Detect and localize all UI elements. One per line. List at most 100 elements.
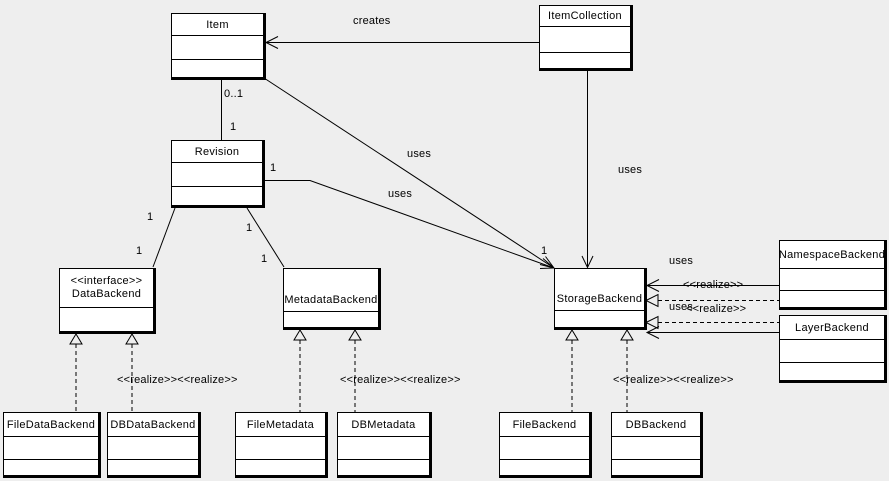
class-dbdatabackend-attributes xyxy=(108,436,198,459)
class-itemcollection[interactable]: ItemCollection xyxy=(539,5,633,71)
edge-realize-filemetadata-metadatabackend xyxy=(293,329,307,412)
edge-uses-itemcollection-storagebackend xyxy=(581,71,594,269)
edge-realize-layerbackend-storagebackend xyxy=(644,315,779,330)
class-metadatabackend[interactable]: MetadataBackend xyxy=(283,268,381,330)
class-filemetadata-name: FileMetadata xyxy=(246,418,315,431)
class-databackend-name: DataBackend xyxy=(71,288,142,300)
edge-realize-dbdatabackend-databackend xyxy=(125,333,139,412)
class-revision-operations xyxy=(172,186,262,205)
class-item-attributes xyxy=(172,35,263,59)
label-uses-revision-storagebackend: uses xyxy=(388,188,413,200)
class-dbbackend-title: DBBackend xyxy=(612,413,700,436)
multiplicity-revision-item-1: 1 xyxy=(230,121,237,133)
class-item-operations xyxy=(172,59,263,77)
class-filebackend-name: FileBackend xyxy=(512,418,577,431)
label-realize-pair-metadatabackend: <<realize>><<realize>> xyxy=(340,374,461,386)
class-dbmetadata-title: DBMetadata xyxy=(338,413,429,436)
class-databackend[interactable]: <<interface>> DataBackend xyxy=(59,268,156,334)
class-dbdatabackend-operations xyxy=(108,459,198,475)
class-storagebackend-title: StorageBackend xyxy=(555,269,644,310)
class-dbdatabackend-title: DBDataBackend xyxy=(108,413,198,436)
label-creates: creates xyxy=(353,15,391,27)
class-layerbackend-attributes xyxy=(780,339,884,362)
label-realize-namespacebackend: <<realize>> xyxy=(683,279,744,291)
class-namespacebackend-attributes xyxy=(780,268,884,290)
class-filedatabackend-operations xyxy=(4,459,98,475)
class-dbbackend[interactable]: DBBackend xyxy=(611,412,703,478)
class-databackend-title: <<interface>> DataBackend xyxy=(60,269,153,307)
class-revision-name: Revision xyxy=(194,145,240,158)
multiplicity-revision-databackend-1: 1 xyxy=(147,211,154,223)
multiplicity-revision-storagebackend-1: 1 xyxy=(270,162,277,174)
label-realize-layerbackend: <<realize>> xyxy=(686,303,747,315)
class-dbdatabackend-name: DBDataBackend xyxy=(110,418,196,431)
class-dbbackend-name: DBBackend xyxy=(625,418,687,431)
class-revision-title: Revision xyxy=(172,141,262,162)
class-filebackend-operations xyxy=(500,459,589,475)
edge-assoc-revision-databackend xyxy=(152,207,176,268)
label-realize-pair-databackend: <<realize>><<realize>> xyxy=(117,374,238,386)
class-layerbackend-operations xyxy=(780,362,884,380)
class-storagebackend-operations xyxy=(555,310,644,327)
edge-realize-filedatabackend-databackend xyxy=(69,333,83,412)
class-itemcollection-operations xyxy=(540,52,630,68)
class-filemetadata[interactable]: FileMetadata xyxy=(235,412,328,478)
multiplicity-metadatabackend-end-1: 1 xyxy=(261,253,268,265)
class-itemcollection-title: ItemCollection xyxy=(540,6,630,26)
class-databackend-operations xyxy=(60,307,153,331)
class-storagebackend[interactable]: StorageBackend xyxy=(554,268,647,330)
class-filebackend-title: FileBackend xyxy=(500,413,589,436)
class-filemetadata-operations xyxy=(236,459,325,475)
edge-uses-layerbackend-storagebackend xyxy=(645,326,779,339)
class-dbbackend-operations xyxy=(612,459,700,475)
label-realize-pair-storagebackend: <<realize>><<realize>> xyxy=(613,374,734,386)
label-uses-itemcollection-storagebackend: uses xyxy=(618,164,643,176)
multiplicity-databackend-end-1: 1 xyxy=(136,245,143,257)
edge-realize-dbbackend-storagebackend xyxy=(620,329,634,412)
label-uses-item-storagebackend: uses xyxy=(407,148,432,160)
class-filedatabackend-attributes xyxy=(4,436,98,459)
class-storagebackend-name: StorageBackend xyxy=(556,293,643,305)
class-filemetadata-attributes xyxy=(236,436,325,459)
edge-realize-filebackend-storagebackend xyxy=(565,329,579,412)
class-filedatabackend[interactable]: FileDataBackend xyxy=(3,412,101,478)
class-layerbackend-name: LayerBackend xyxy=(795,321,869,334)
class-filebackend-attributes xyxy=(500,436,589,459)
class-revision[interactable]: Revision xyxy=(171,140,265,208)
label-uses-namespacebackend: uses xyxy=(669,255,694,267)
class-filebackend[interactable]: FileBackend xyxy=(499,412,592,478)
class-metadatabackend-name: MetadataBackend xyxy=(284,294,378,306)
label-uses-layerbackend: uses xyxy=(669,301,694,313)
class-item[interactable]: Item xyxy=(171,13,266,80)
edge-realize-dbmetadata-metadatabackend xyxy=(348,329,362,412)
class-itemcollection-attributes xyxy=(540,26,630,52)
class-filedatabackend-name: FileDataBackend xyxy=(6,418,96,431)
class-dbbackend-attributes xyxy=(612,436,700,459)
class-databackend-stereotype: <<interface>> xyxy=(70,275,143,287)
class-item-name: Item xyxy=(206,18,229,31)
class-itemcollection-name: ItemCollection xyxy=(548,10,622,22)
class-namespacebackend-operations xyxy=(780,290,884,307)
class-filemetadata-title: FileMetadata xyxy=(236,413,325,436)
edge-uses-item-storagebackend xyxy=(263,77,555,269)
class-metadatabackend-operations xyxy=(284,311,378,327)
class-metadatabackend-title: MetadataBackend xyxy=(284,269,378,311)
multiplicity-revision-metadatabackend-1: 1 xyxy=(246,222,253,234)
class-dbmetadata-operations xyxy=(338,459,429,475)
edge-creates-itemcollection-item xyxy=(264,36,539,49)
class-layerbackend-title: LayerBackend xyxy=(780,316,884,339)
multiplicity-storagebackend-end-1: 1 xyxy=(541,245,548,257)
class-namespacebackend-title: NamespaceBackend xyxy=(780,241,884,268)
class-dbmetadata-name: DBMetadata xyxy=(351,418,416,431)
multiplicity-item-revision-0-1: 0..1 xyxy=(224,88,244,100)
class-revision-attributes xyxy=(172,162,262,186)
class-namespacebackend[interactable]: NamespaceBackend xyxy=(779,240,887,310)
class-filedatabackend-title: FileDataBackend xyxy=(4,413,98,436)
class-dbmetadata-attributes xyxy=(338,436,429,459)
class-layerbackend[interactable]: LayerBackend xyxy=(779,315,887,383)
class-dbdatabackend[interactable]: DBDataBackend xyxy=(107,412,201,478)
class-dbmetadata[interactable]: DBMetadata xyxy=(337,412,432,478)
class-item-title: Item xyxy=(172,14,263,35)
